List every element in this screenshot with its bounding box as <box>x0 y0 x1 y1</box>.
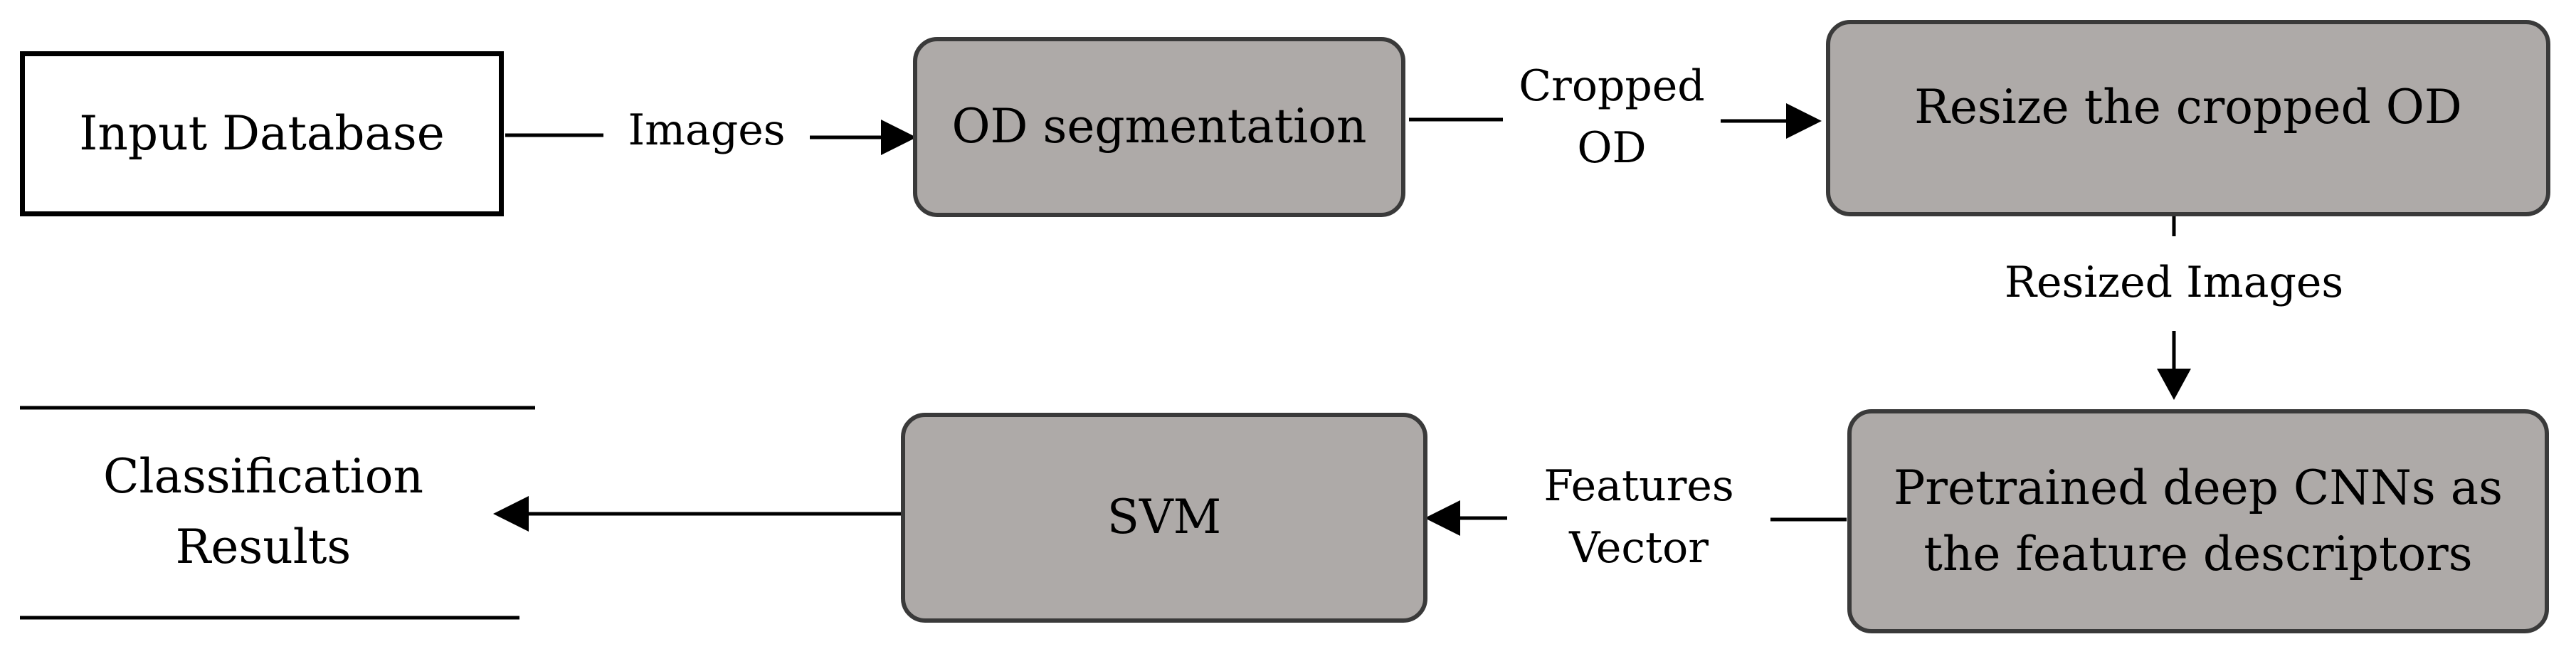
resized-images-edge-label: Resized Images <box>1985 252 2363 314</box>
od-segmentation-box: OD segmentation <box>913 37 1405 217</box>
features-vector-edge-label: Features Vector <box>1507 455 1770 579</box>
arrowhead-svm <box>1425 500 1460 536</box>
cnn-label-line1: Pretrained deep CNNs as <box>1893 460 2503 516</box>
classification-results-line2: Results <box>175 519 352 574</box>
cropped-od-line2: OD <box>1577 123 1647 173</box>
classification-results-line1: Classification <box>102 449 423 504</box>
arrowhead-od-segmentation <box>881 120 917 155</box>
features-vector-line2: Vector <box>1569 523 1709 573</box>
resize-box: Resize the cropped OD <box>1826 20 2550 216</box>
images-edge-text: Images <box>628 105 786 155</box>
resize-label: Resize the cropped OD <box>1914 79 2462 135</box>
svm-box: SVM <box>901 413 1427 623</box>
images-edge-label: Images <box>605 100 808 162</box>
cnn-box: Pretrained deep CNNs as the feature desc… <box>1847 409 2549 633</box>
input-database-box: Input Database <box>20 51 504 216</box>
input-database-label: Input Database <box>79 105 445 161</box>
cnn-label: Pretrained deep CNNs as the feature desc… <box>1894 455 2503 587</box>
arrowhead-resize <box>1786 103 1822 139</box>
resized-images-text: Resized Images <box>2004 258 2344 307</box>
cnn-label-line2: the feature descriptors <box>1923 526 2473 581</box>
features-vector-line1: Features <box>1543 461 1734 511</box>
cropped-od-line1: Cropped <box>1519 61 1705 111</box>
svm-label: SVM <box>1107 490 1222 545</box>
arrowhead-cnn <box>2157 369 2191 400</box>
arrowhead-results <box>493 496 529 532</box>
cropped-od-edge-label: Cropped OD <box>1503 56 1721 179</box>
classification-results: Classification Results <box>43 441 484 582</box>
od-segmentation-label: OD segmentation <box>951 99 1367 154</box>
